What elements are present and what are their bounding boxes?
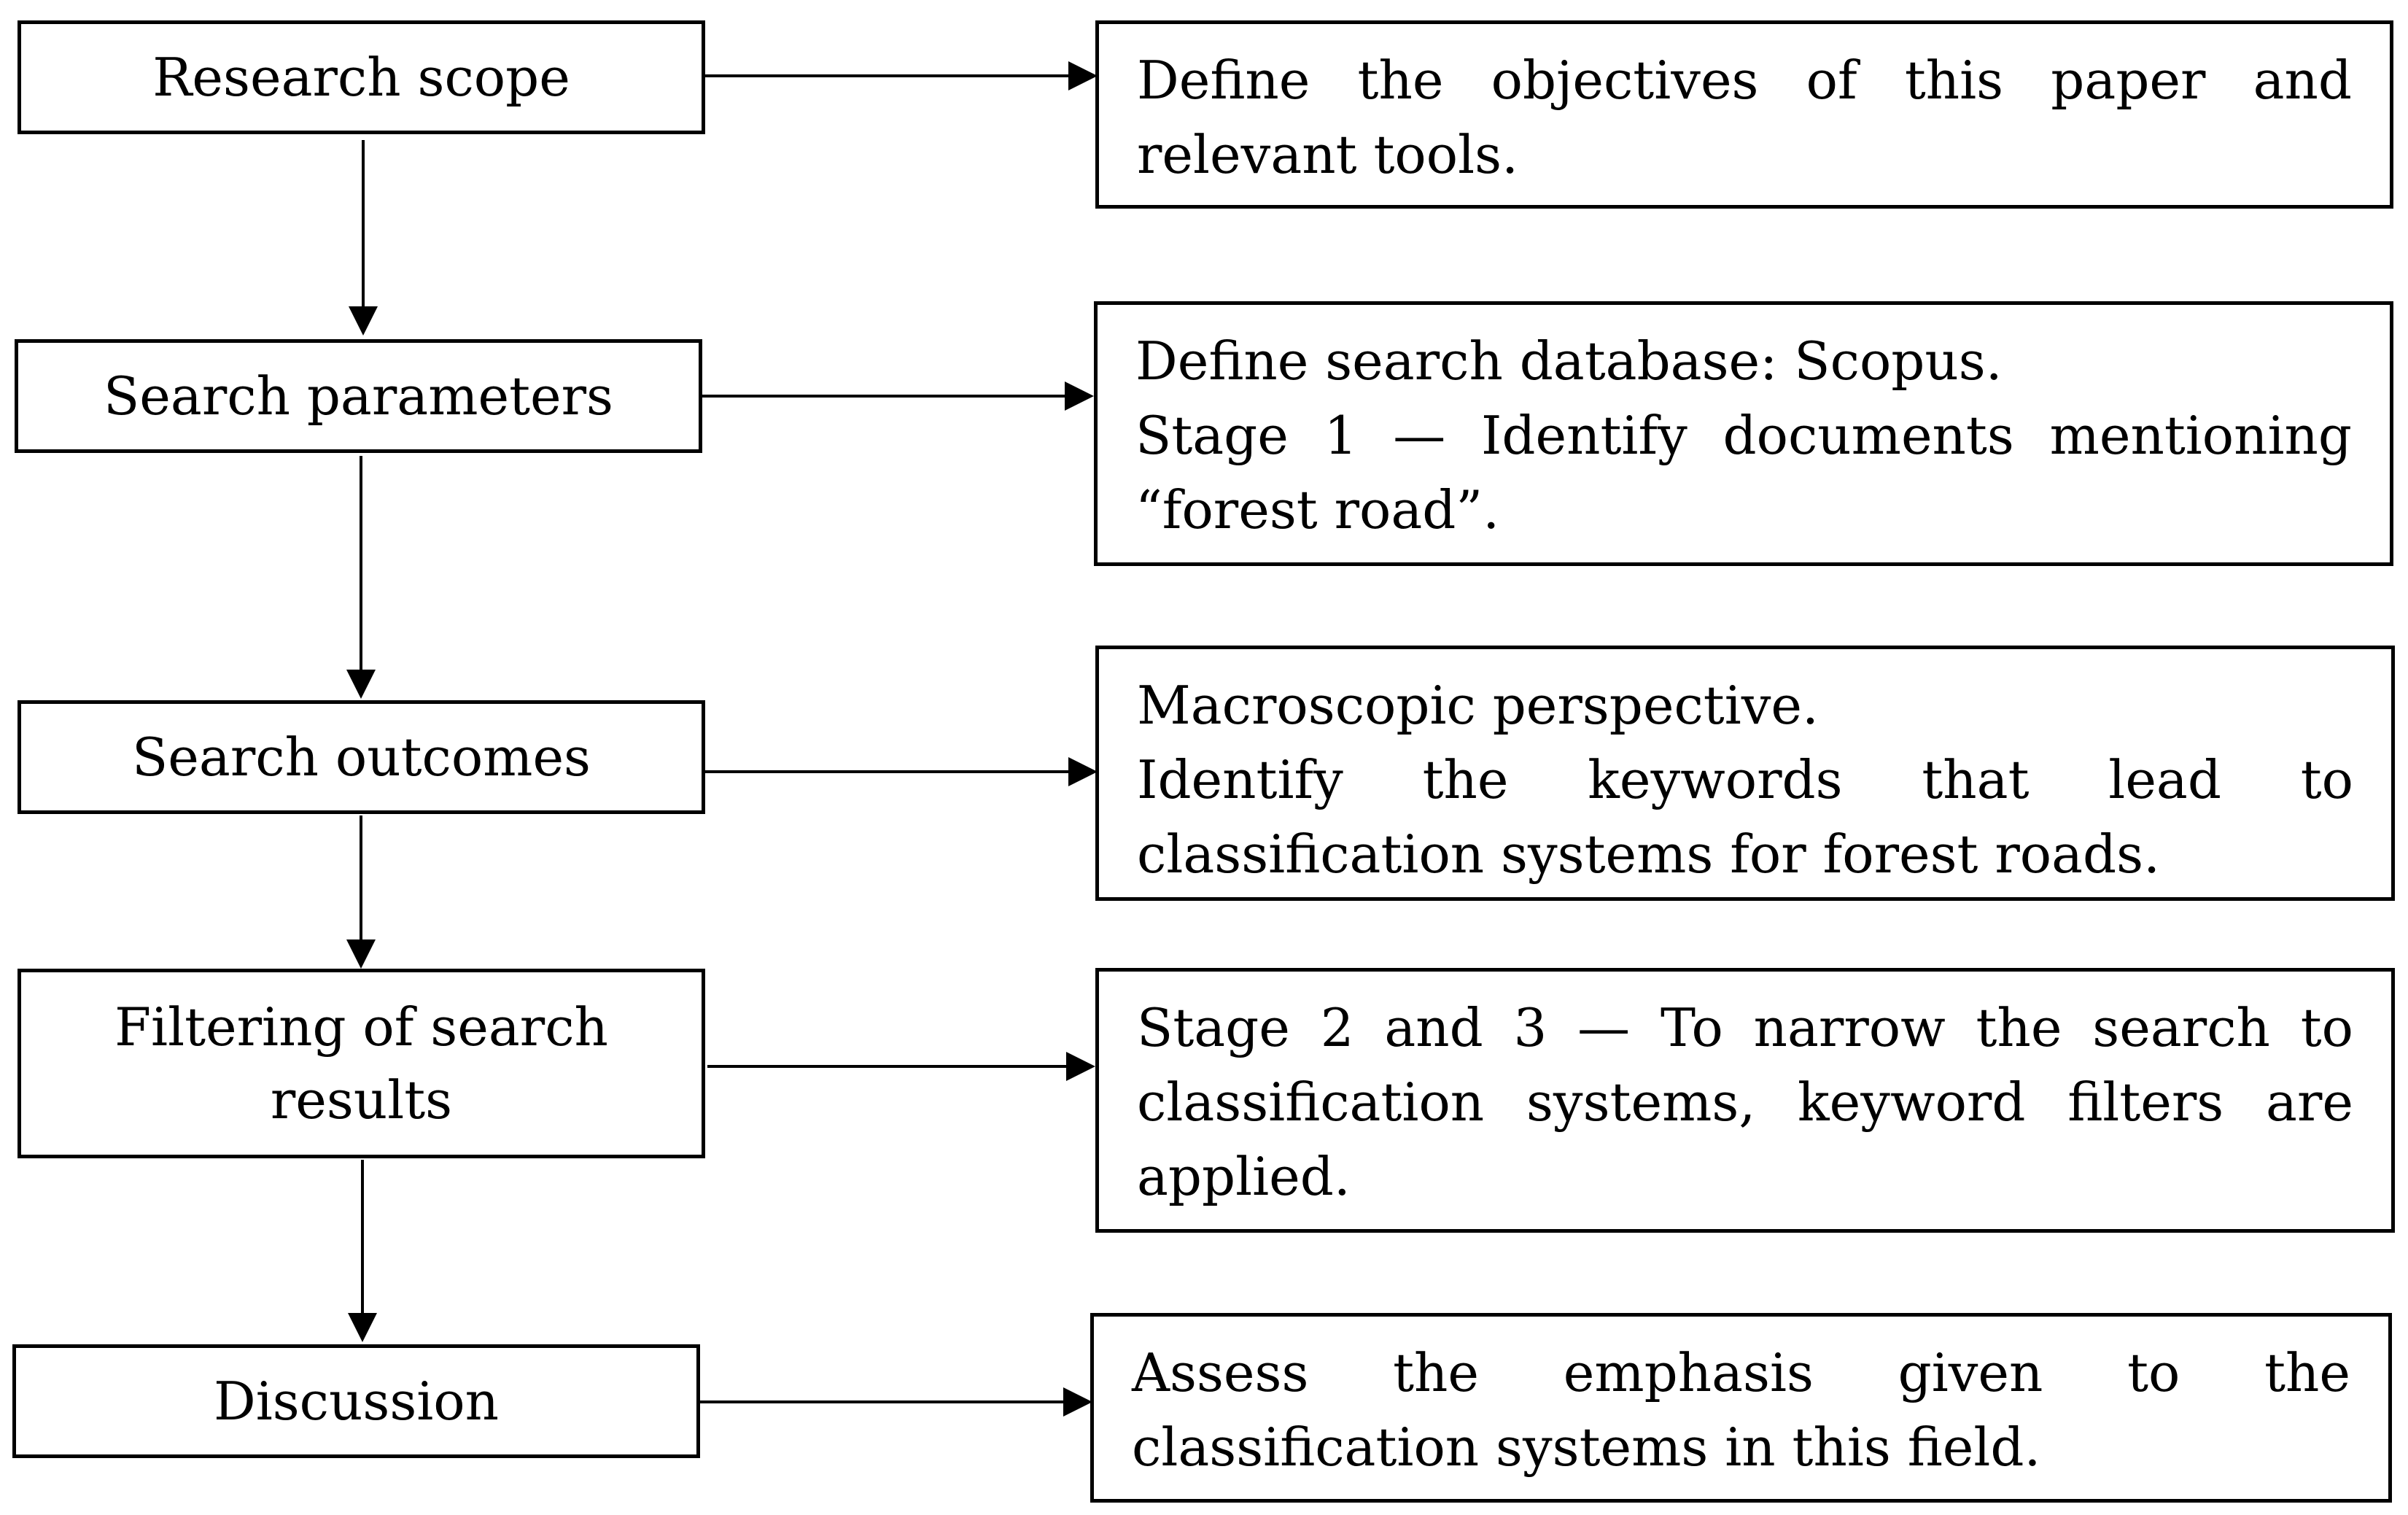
horizontal-connector-3 — [705, 757, 1098, 786]
step-box-search-outcomes: Search outcomes — [18, 700, 705, 814]
description-text-search-parameters-line-1: Define search database: Scopus. — [1135, 330, 2003, 392]
step-label-search-parameters: Search parameters — [103, 365, 613, 427]
description-box-discussion: Assess the emphasis given to the classif… — [1090, 1313, 2392, 1503]
step-box-discussion: Discussion — [12, 1344, 700, 1458]
vertical-connector-2 — [346, 456, 376, 699]
vertical-connector-1 — [349, 140, 378, 336]
description-box-research-scope: Define the objectives of this paper and … — [1095, 20, 2393, 209]
description-box-search-outcomes: Macroscopic perspective. Identify the ke… — [1095, 646, 2395, 901]
description-text-search-parameters-line-2: Stage 1 — Identify documents mentioning … — [1135, 405, 2352, 540]
horizontal-connector-4 — [707, 1052, 1095, 1081]
vertical-connector-4 — [348, 1160, 377, 1342]
step-box-research-scope: Research scope — [18, 20, 705, 134]
step-box-filtering-of-search-results: Filtering of search results — [18, 969, 705, 1158]
step-label-discussion: Discussion — [213, 1371, 500, 1432]
step-label-research-scope: Research scope — [152, 47, 570, 108]
horizontal-connector-5 — [700, 1387, 1092, 1417]
step-label-filtering-of-search-results: Filtering of search results — [114, 996, 608, 1131]
description-text-search-outcomes-line-1: Macroscopic perspective. — [1137, 675, 1819, 736]
description-box-filtering-of-search-results: Stage 2 and 3 — To narrow the search to … — [1095, 968, 2395, 1233]
description-text-research-scope: Define the objectives of this paper and … — [1137, 50, 2352, 185]
description-box-search-parameters: Define search database: Scopus. Stage 1 … — [1094, 301, 2393, 566]
step-box-search-parameters: Search parameters — [15, 339, 702, 453]
step-label-search-outcomes: Search outcomes — [131, 726, 591, 788]
description-text-search-outcomes-line-2: Identify the keywords that lead to class… — [1137, 749, 2353, 885]
vertical-connector-3 — [346, 815, 376, 969]
horizontal-connector-2 — [702, 381, 1094, 411]
horizontal-connector-1 — [705, 61, 1098, 90]
description-text-discussion: Assess the emphasis given to the classif… — [1132, 1342, 2350, 1478]
description-text-filtering-of-search-results: Stage 2 and 3 — To narrow the search to … — [1137, 997, 2353, 1207]
